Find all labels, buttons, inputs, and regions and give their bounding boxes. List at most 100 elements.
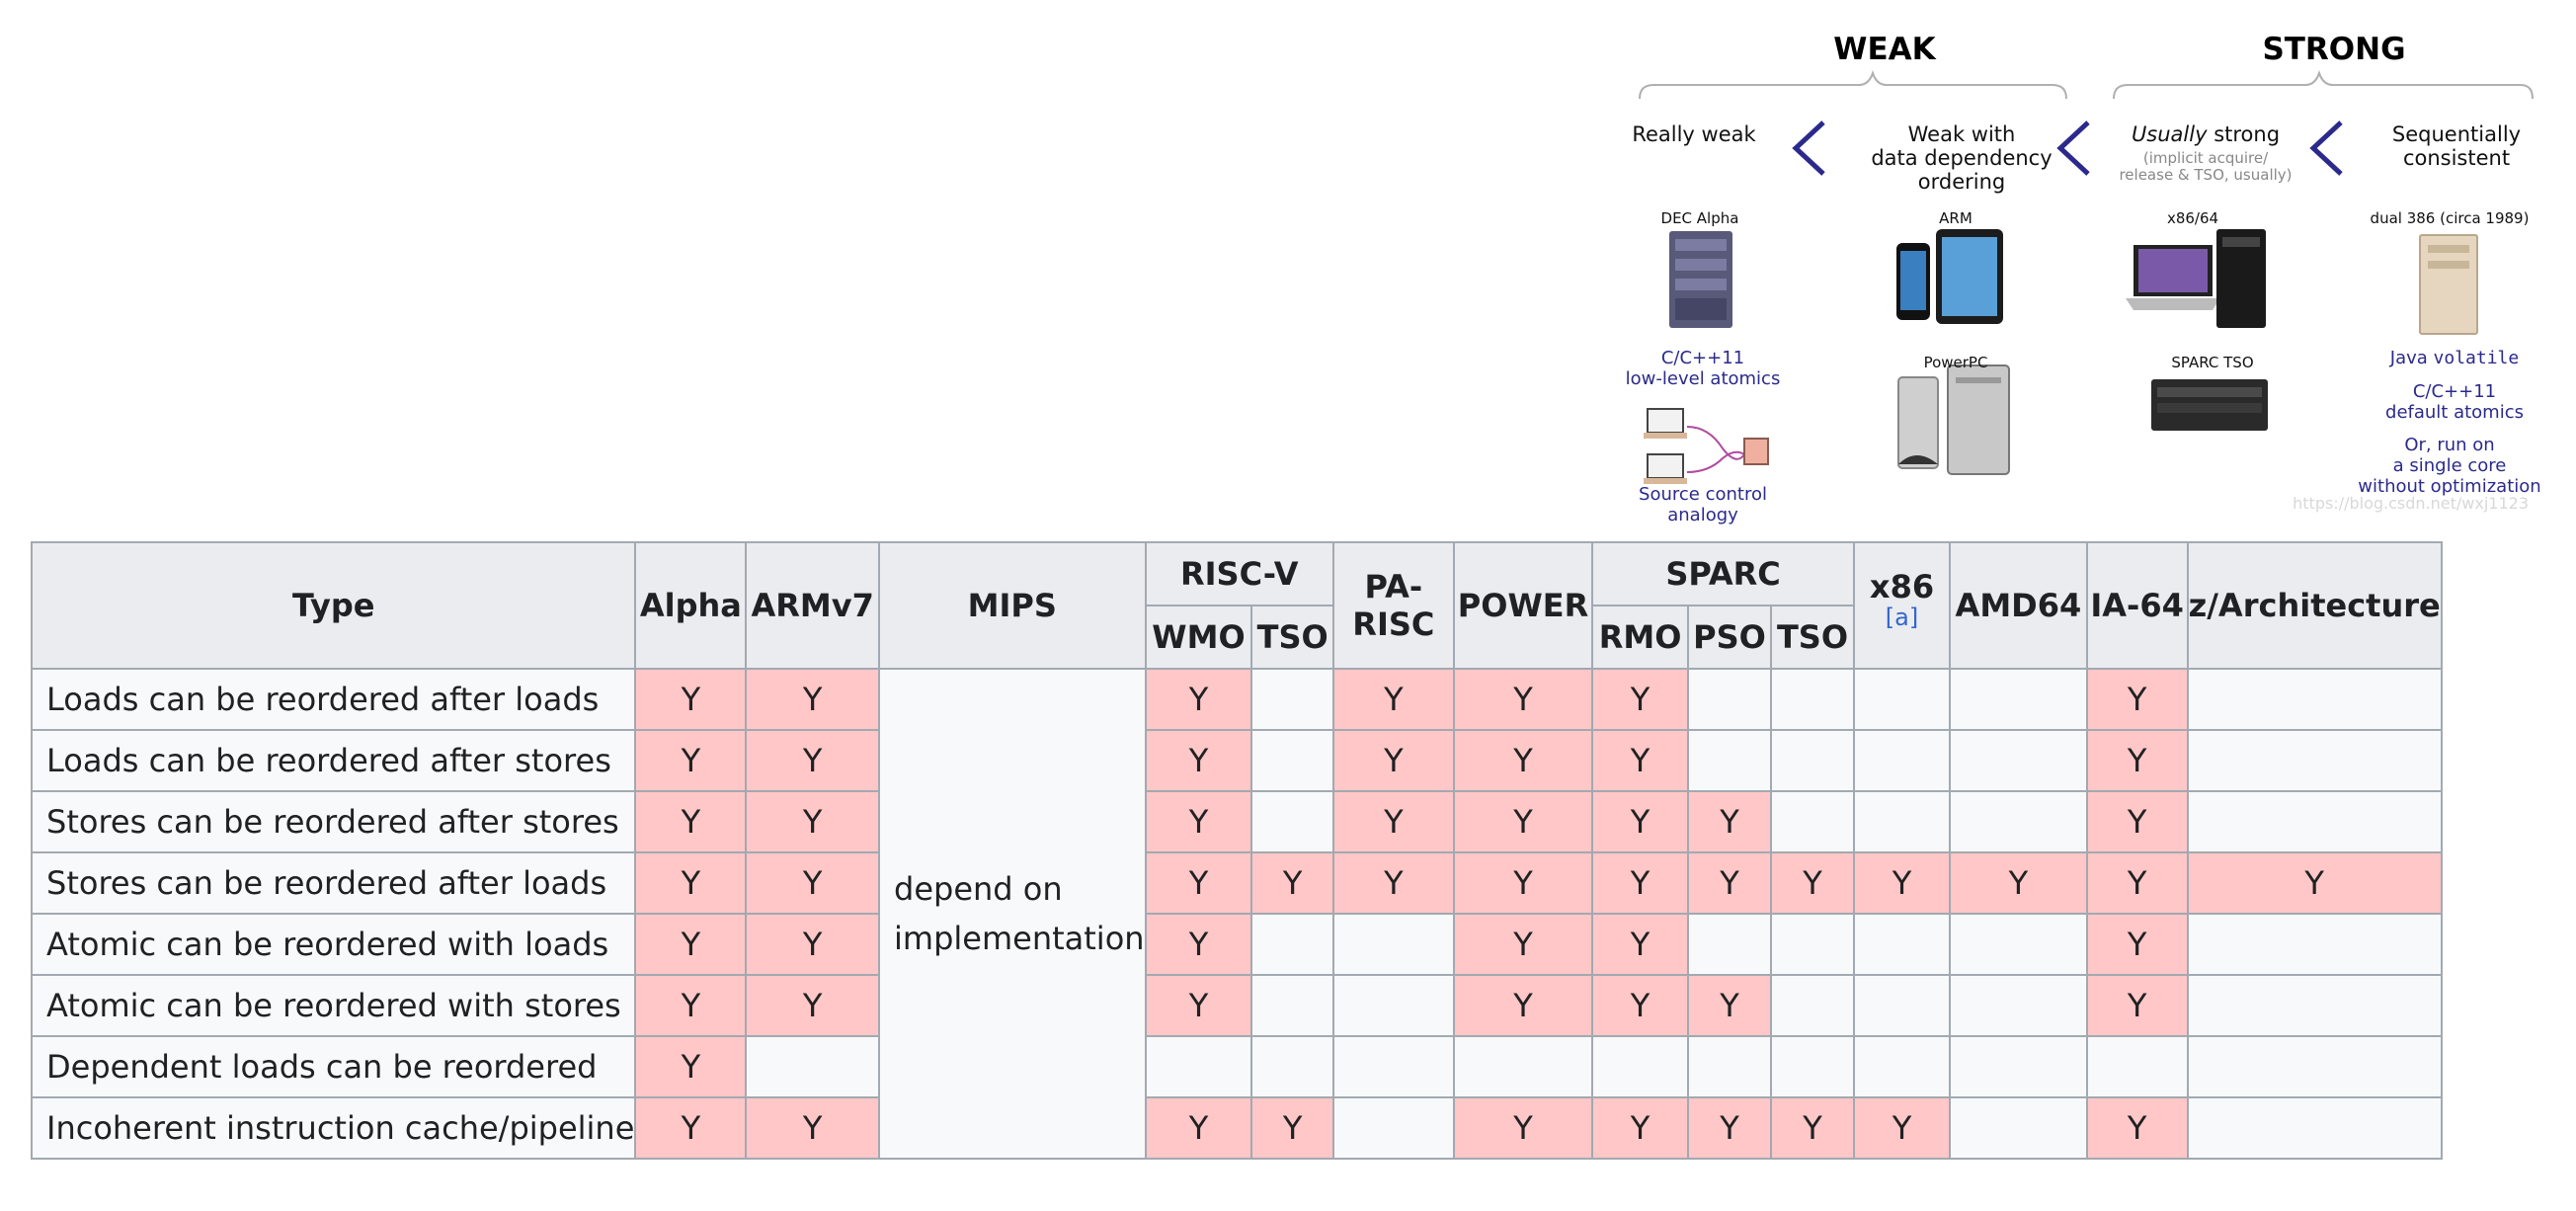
header-armv7: ARMv7 <box>745 541 880 670</box>
x86-computers-image <box>2126 229 2266 328</box>
table-cell <box>1770 913 1855 976</box>
arm-label: ARM <box>1939 209 1972 227</box>
header-sparc: SPARC <box>1591 541 1855 606</box>
row-type-label: Stores can be reordered after stores <box>30 790 637 853</box>
table-cell: Y <box>1452 974 1594 1037</box>
table-cell <box>1331 974 1455 1037</box>
table-cell <box>1331 1096 1455 1160</box>
table-cell <box>1852 1035 1952 1098</box>
header-z-architecture: z/Architecture <box>2186 541 2443 670</box>
table-cell: Y <box>1591 1096 1689 1160</box>
table-cell <box>1770 1035 1855 1098</box>
table-cell: Y <box>2085 851 2189 915</box>
table-cell <box>1250 790 1334 853</box>
x86-footnote-link[interactable]: [a] <box>1885 604 1919 631</box>
really-weak-label: Really weak <box>1632 122 1756 146</box>
table-cell <box>1852 913 1952 976</box>
header-riscv: RISC-V <box>1144 541 1334 606</box>
table-cell: Y <box>1591 790 1689 853</box>
table-cell: Y <box>1144 851 1253 915</box>
table-cell <box>1949 913 2088 976</box>
usually-strong-label: Usually strong <box>2131 122 2281 146</box>
table-cell <box>1770 974 1855 1037</box>
table-cell: Y <box>2085 668 2189 731</box>
dec-alpha-server-image <box>1669 231 1732 328</box>
table-cell: Y <box>1686 1096 1773 1160</box>
cpp-default-atomics-label: C/C++11 default atomics <box>2385 381 2524 423</box>
table-cell: Y <box>1591 851 1689 915</box>
row-type-label: Atomic can be reordered with loads <box>30 913 637 976</box>
table-cell <box>1331 1035 1455 1098</box>
table-cell: Y <box>1144 974 1253 1037</box>
table-cell: Y <box>634 1035 748 1098</box>
header-sparc-rmo: RMO <box>1591 605 1689 670</box>
table-cell: Y <box>1452 790 1594 853</box>
table-cell <box>1852 974 1952 1037</box>
header-mips: MIPS <box>878 541 1147 670</box>
table-cell: Y <box>1452 913 1594 976</box>
table-cell: Y <box>1852 1096 1952 1160</box>
table-cell: Y <box>634 1096 748 1160</box>
table-cell <box>1686 913 1773 976</box>
table-cell: Y <box>1144 790 1253 853</box>
table-cell: Y <box>745 1096 880 1160</box>
table-cell: Y <box>1591 913 1689 976</box>
memory-model-diagram: WEAK STRONG <box>1620 20 2548 533</box>
table-cell: Y <box>2085 729 2189 792</box>
table-cell <box>1852 668 1952 731</box>
row-type-label: Loads can be reordered after loads <box>30 668 637 731</box>
row-type-label: Loads can be reordered after stores <box>30 729 637 792</box>
header-alpha: Alpha <box>634 541 748 670</box>
table-cell <box>1852 790 1952 853</box>
table-cell <box>1686 668 1773 731</box>
table-cell <box>1852 729 1952 792</box>
table-cell: Y <box>2085 790 2189 853</box>
header-riscv-tso: TSO <box>1250 605 1334 670</box>
row-type-label: Atomic can be reordered with stores <box>30 974 637 1037</box>
table-cell: Y <box>1686 851 1773 915</box>
cpp-low-level-atomics-label: C/C++11 low-level atomics <box>1625 348 1781 389</box>
table-cell <box>1770 790 1855 853</box>
table-cell <box>1331 913 1455 976</box>
table-cell <box>745 1035 880 1098</box>
header-power: POWER <box>1452 541 1594 670</box>
strong-brace <box>2113 69 2534 100</box>
arm-devices-image <box>1896 229 2003 324</box>
table-cell <box>1591 1035 1689 1098</box>
table-cell <box>1144 1035 1253 1098</box>
table-cell: Y <box>745 974 880 1037</box>
header-riscv-wmo: WMO <box>1144 605 1253 670</box>
table-cell <box>1452 1035 1594 1098</box>
table-cell: Y <box>634 668 748 731</box>
table-cell: Y <box>745 851 880 915</box>
less-than-chevron-1 <box>1792 121 1825 176</box>
table-cell: Y <box>1144 1096 1253 1160</box>
table-cell: Y <box>1331 851 1455 915</box>
less-than-chevron-2 <box>2056 121 2090 176</box>
table-cell: Y <box>1452 729 1594 792</box>
x86-label: x86/64 <box>2166 209 2219 227</box>
usually-strong-sub: (implicit acquire/ release & TSO, usuall… <box>2119 149 2293 184</box>
table-cell: Y <box>1452 851 1594 915</box>
weak-data-dependency-label: Weak with data dependency ordering <box>1871 122 2053 194</box>
table-cell: Y <box>1144 668 1253 731</box>
dual-386-computer-image <box>2419 234 2478 335</box>
table-cell <box>2186 790 2443 853</box>
table-cell <box>2186 974 2443 1037</box>
powerpc-label: PowerPC <box>1923 354 1988 371</box>
table-cell: Y <box>2085 974 2189 1037</box>
table-cell <box>2186 729 2443 792</box>
table-cell: Y <box>1452 668 1594 731</box>
table-cell <box>2186 1035 2443 1098</box>
table-cell: Y <box>1591 974 1689 1037</box>
dec-alpha-label: DEC Alpha <box>1660 209 1739 227</box>
header-amd64: AMD64 <box>1949 541 2088 670</box>
table-cell: Y <box>2085 913 2189 976</box>
header-sparc-tso: TSO <box>1770 605 1855 670</box>
table-cell: Y <box>634 790 748 853</box>
table-cell <box>1770 729 1855 792</box>
